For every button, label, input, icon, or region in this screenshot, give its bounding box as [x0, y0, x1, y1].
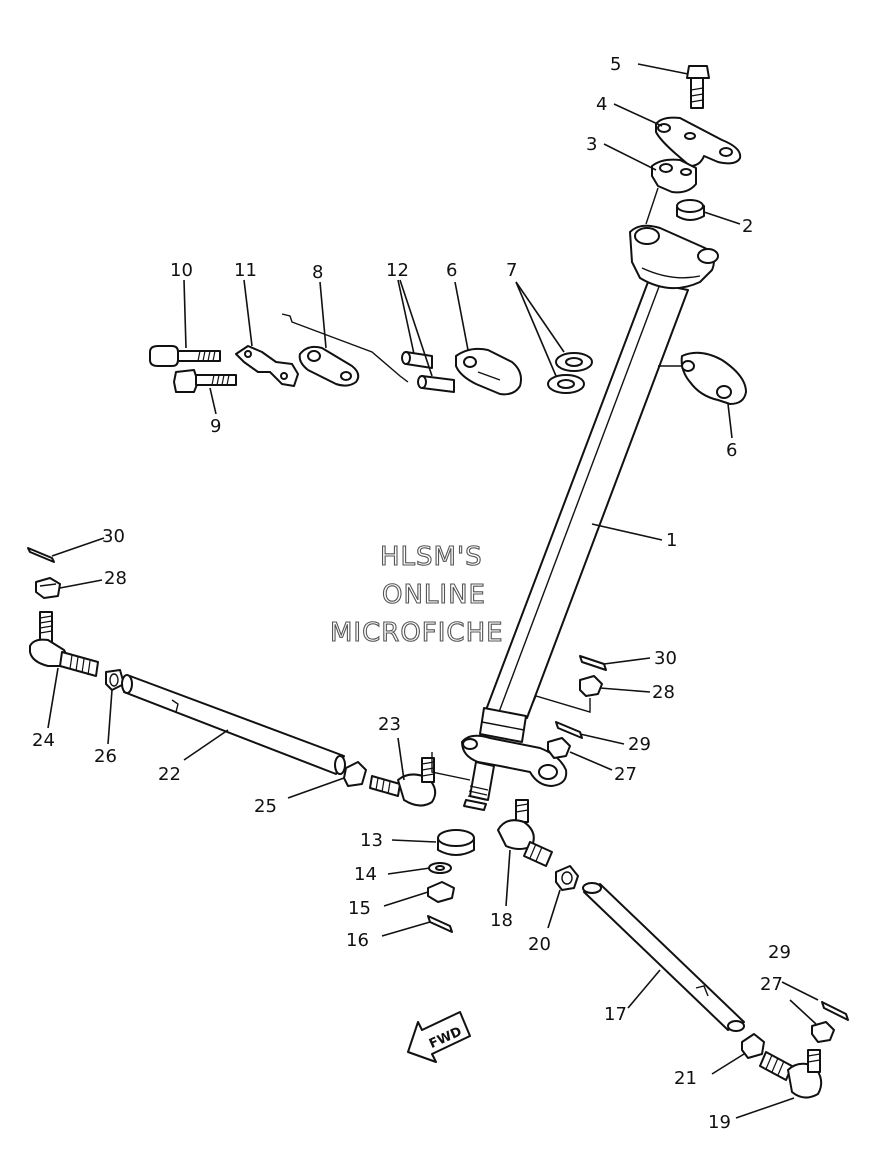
watermark: HLSM'S ONLINE MICROFICHE	[329, 541, 504, 648]
callout-6-left: 6	[446, 260, 457, 281]
tie-rod-17	[582, 882, 745, 1032]
nut-28-left	[35, 577, 61, 599]
callout-25: 25	[254, 796, 277, 817]
cotter-pin-29-lower	[821, 1001, 849, 1021]
collar-6-left	[455, 347, 522, 396]
washers-7	[547, 352, 593, 394]
tie-rod-end-19	[759, 1049, 823, 1099]
watermark-line-1: HLSM'S	[380, 542, 483, 572]
callout-27-right: 27	[614, 764, 637, 785]
callout-15: 15	[348, 898, 371, 919]
cotter-pin-30-right	[579, 655, 607, 671]
nut-20	[555, 865, 579, 891]
cotter-pin-29-right	[555, 721, 583, 739]
callout-9: 9	[210, 416, 221, 437]
callout-5: 5	[610, 54, 621, 75]
tie-rod-22	[121, 674, 346, 775]
callout-7: 7	[506, 260, 517, 281]
bolt-9	[173, 369, 237, 393]
cotter-pin-30-left	[27, 547, 55, 563]
callout-30-right: 30	[654, 648, 677, 669]
callout-27-lower: 27	[760, 974, 783, 995]
callout-29-lower: 29	[768, 942, 791, 963]
leader-lines	[47, 63, 819, 1119]
callout-10: 10	[170, 260, 193, 281]
callout-16: 16	[346, 930, 369, 951]
callout-12: 12	[386, 260, 409, 281]
bushing-3	[651, 158, 697, 194]
callout-8: 8	[312, 262, 323, 283]
callout-4: 4	[596, 94, 607, 115]
cap-2	[676, 199, 705, 221]
plate-11	[235, 345, 299, 387]
callout-3: 3	[586, 134, 597, 155]
tie-rod-end-24	[29, 611, 99, 677]
nut-21	[741, 1033, 765, 1059]
nut-15	[427, 881, 455, 903]
nut-27-lower	[811, 1021, 835, 1043]
pins-12	[401, 351, 455, 393]
callout-labels: 5 4 3 2 10 11 8 12 6 7 9 6 1 30 28 24 26…	[32, 54, 791, 1133]
callout-21: 21	[674, 1068, 697, 1089]
callout-19: 19	[708, 1112, 731, 1133]
callout-26: 26	[94, 746, 117, 767]
callout-13: 13	[360, 830, 383, 851]
cotter-pin-16	[427, 915, 453, 933]
callout-18: 18	[490, 910, 513, 931]
collar-6-right	[680, 351, 747, 405]
nut-26	[105, 669, 125, 691]
callout-1: 1	[666, 530, 677, 551]
washer-14	[428, 862, 452, 874]
callout-28-right: 28	[652, 682, 675, 703]
watermark-line-3: MICROFICHE	[330, 618, 504, 648]
nut-27-right	[547, 737, 571, 759]
lever-8	[281, 313, 409, 387]
callout-17: 17	[604, 1004, 627, 1025]
washer-13	[437, 829, 475, 856]
tie-rod-end-23	[369, 757, 437, 807]
callout-14: 14	[354, 864, 377, 885]
callout-23: 23	[378, 714, 401, 735]
plate-4	[655, 116, 742, 167]
callout-30-left: 30	[102, 526, 125, 547]
callout-24: 24	[32, 730, 55, 751]
callout-6-right: 6	[726, 440, 737, 461]
nut-25	[343, 761, 367, 787]
callout-11: 11	[234, 260, 257, 281]
bolt-5	[686, 65, 710, 109]
bolt-10	[149, 345, 221, 367]
pitman-arm	[461, 734, 568, 811]
callout-2: 2	[742, 216, 753, 237]
watermark-line-2: ONLINE	[382, 580, 486, 610]
callout-20: 20	[528, 934, 551, 955]
callout-22: 22	[158, 764, 181, 785]
fwd-arrow-icon: FWD	[407, 1011, 471, 1063]
callout-29-right: 29	[628, 734, 651, 755]
callout-28-left: 28	[104, 568, 127, 589]
steering-shaft	[479, 224, 719, 743]
nut-28-right	[579, 675, 603, 697]
tie-rod-end-18	[497, 799, 553, 867]
